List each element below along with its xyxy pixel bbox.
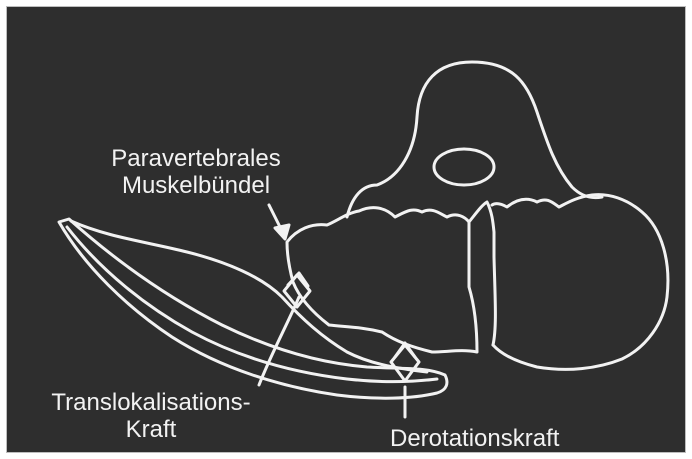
vertebral-body-outline <box>492 195 668 370</box>
muscle-bundle-label-line2: Muskelbündel <box>84 172 308 199</box>
pedicle-outline <box>469 202 495 345</box>
translocation-force-label-line2: Kraft <box>19 416 283 443</box>
spinous-process-outline <box>347 62 602 217</box>
muscle-arrow-head <box>275 225 289 239</box>
rib-inner-line-2 <box>67 227 437 382</box>
muscle-bundle-label-line1: Paravertebrales <box>84 145 308 172</box>
rib-outline-inner <box>71 221 427 372</box>
vertebra-diagram: Paravertebrales Muskelbündel Translokali… <box>6 6 686 453</box>
rib-outline-outer <box>59 219 447 398</box>
translocation-force-line <box>259 297 299 385</box>
muscle-bundle-label: Paravertebrales Muskelbündel <box>84 145 308 199</box>
derotation-diamond <box>391 345 419 381</box>
translocation-force-label-line1: Translokalisations- <box>19 389 283 416</box>
derotation-force-label: Derotationskraft <box>390 425 559 452</box>
vertebral-foramen <box>434 149 494 185</box>
translocation-force-label: Translokalisations- Kraft <box>19 389 283 443</box>
vertebra-drawing <box>7 7 686 453</box>
